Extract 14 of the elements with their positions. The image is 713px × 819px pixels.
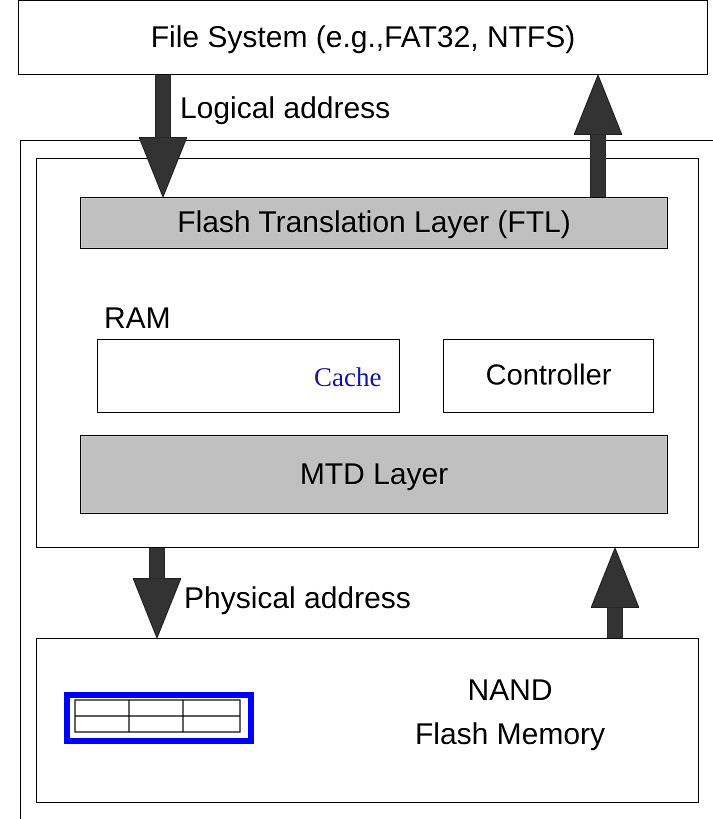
node-label: Controller — [484, 359, 612, 393]
node-label: MTD Layer — [298, 457, 450, 492]
layer-box — [80, 435, 668, 514]
layer-box — [18, 0, 708, 75]
device-frame — [20, 140, 713, 819]
memory-box — [36, 638, 699, 803]
node-label: File System (e.g.,FAT32, NTFS) — [150, 20, 576, 55]
controller-box — [443, 339, 654, 413]
node-label: Flash Translation Layer (FTL) — [176, 206, 572, 240]
cache-label: Cache — [314, 362, 382, 393]
ram-label: RAM — [104, 302, 171, 335]
node-label: NAND Flash Memory — [414, 673, 606, 752]
layer-box — [80, 197, 668, 249]
device-box — [36, 158, 699, 548]
